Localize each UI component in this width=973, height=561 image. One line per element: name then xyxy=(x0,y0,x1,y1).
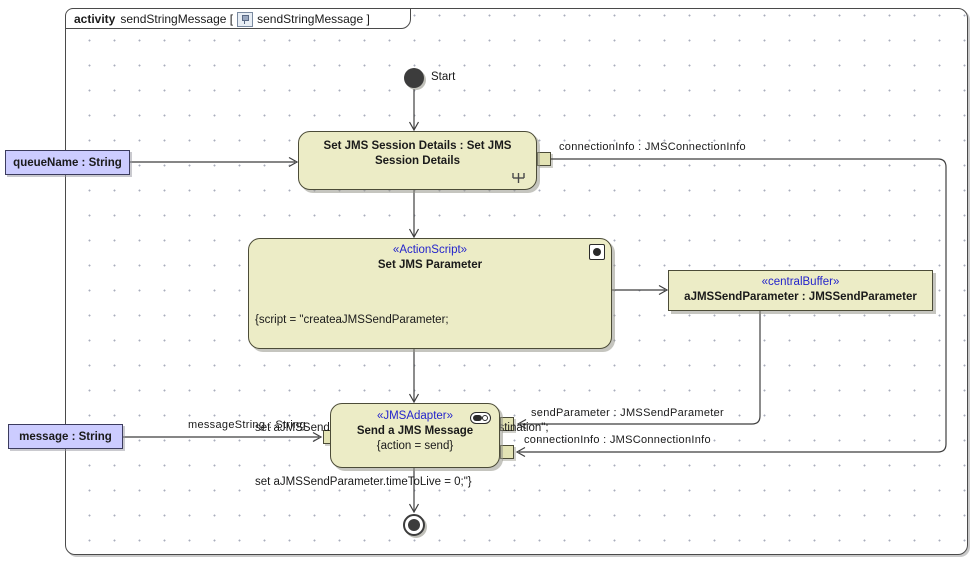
frame-tab[interactable]: activity sendStringMessage [ sendStringM… xyxy=(65,8,411,29)
action-title: Set JMS Parameter xyxy=(377,259,483,271)
edge-send-to-final[interactable] xyxy=(408,468,420,514)
script-line: {script = "createaJMSSendParameter; xyxy=(255,314,449,326)
stereotype-label: «JMSAdapter» xyxy=(376,410,454,422)
action-title: Set JMS Session Details : Set JMS Sessio… xyxy=(323,140,512,167)
action-script-body: {script = "createaJMSSendParameter; set … xyxy=(249,273,611,527)
edge-session-to-actionscript[interactable] xyxy=(408,190,420,239)
buffer-title: aJMSSendParameter : JMSSendParameter xyxy=(684,291,917,303)
action-title: Send a JMS Message xyxy=(356,425,474,437)
pin-sendparameter-in[interactable] xyxy=(500,417,514,431)
stereotype-label: «ActionScript» xyxy=(392,244,468,256)
start-node[interactable] xyxy=(404,68,424,88)
action-set-jms-session-details[interactable]: Set JMS Session Details : Set JMS Sessio… xyxy=(298,131,537,190)
parameter-label: message : String xyxy=(19,430,112,443)
central-buffer-node[interactable]: «centralBuffer» aJMSSendParameter : JMSS… xyxy=(668,270,933,311)
pin-connectioninfo-in[interactable] xyxy=(500,445,514,459)
edge-label-messagestring: messageString : String xyxy=(188,419,306,431)
action-send-jms-message[interactable]: «JMSAdapter» Send a JMS Message {action … xyxy=(330,403,500,468)
edge-buffer-sendparameter[interactable] xyxy=(516,311,761,430)
adapter-icon xyxy=(470,412,491,424)
edge-label-sendparameter: sendParameter : JMSSendParameter xyxy=(531,407,725,419)
script-line xyxy=(255,365,611,383)
action-constraint: {action = send} xyxy=(376,440,454,452)
parameter-label: queueName : String xyxy=(13,156,122,169)
edge-session-connectioninfo[interactable] xyxy=(515,158,947,458)
frame-keyword: activity xyxy=(74,11,116,26)
edge-queuename-to-session[interactable] xyxy=(130,156,299,168)
gear-icon xyxy=(589,244,605,260)
edge-label-connectioninfo-bottom: connectionInfo : JMSConnectionInfo xyxy=(524,434,711,446)
start-node-label: Start xyxy=(431,71,456,83)
rake-icon xyxy=(512,173,525,183)
activity-diagram-icon xyxy=(237,12,254,27)
edge-actionscript-to-send[interactable] xyxy=(408,349,420,404)
edge-start-to-session[interactable] xyxy=(408,89,420,132)
stereotype-label: «centralBuffer» xyxy=(761,276,840,288)
edge-message-to-send[interactable] xyxy=(123,431,323,443)
frame-diagram-name: sendStringMessage ] xyxy=(257,11,370,26)
edge-label-connectioninfo-top: connectionInfo : JMSConnectionInfo xyxy=(559,141,746,153)
parameter-node-message[interactable]: message : String xyxy=(8,424,123,449)
action-set-jms-parameter[interactable]: «ActionScript» Set JMS Parameter {script… xyxy=(248,238,612,488)
script-line: set aJMSSendParameter.timeToLive = 0;"} xyxy=(255,476,472,488)
pin-connectioninfo-out[interactable] xyxy=(537,152,551,166)
parameter-node-queuename[interactable]: queueName : String xyxy=(5,150,130,175)
frame-name: sendStringMessage [ xyxy=(120,11,234,26)
final-node[interactable] xyxy=(403,514,425,536)
edge-actionscript-to-buffer[interactable] xyxy=(612,284,669,296)
